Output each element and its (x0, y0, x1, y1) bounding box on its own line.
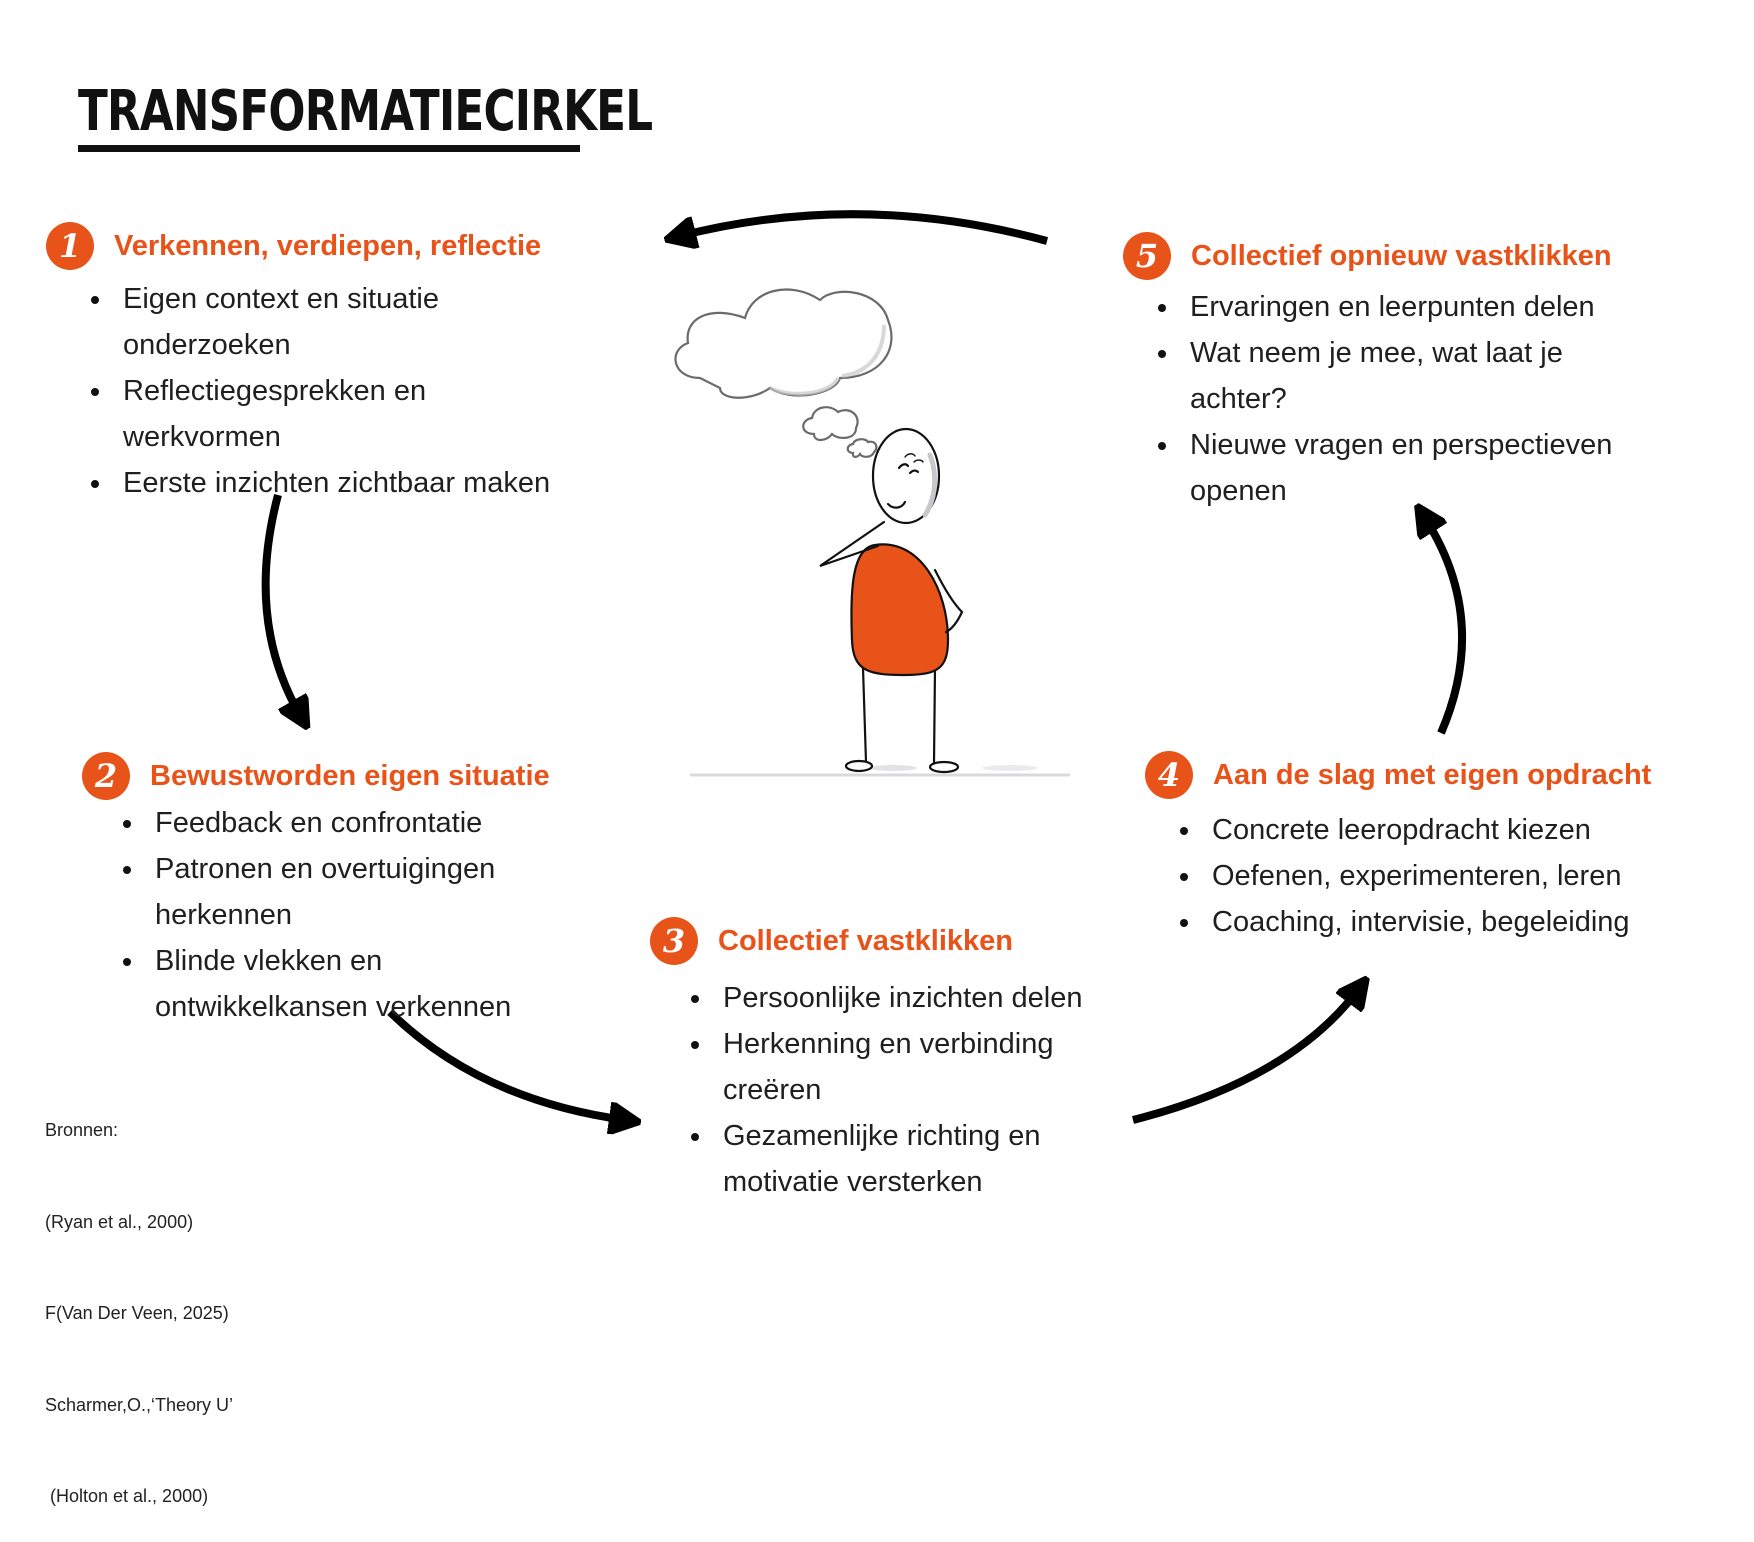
ground-shadow (869, 765, 917, 771)
arrow-4-to-5 (1425, 518, 1467, 735)
step-title: Collectief opnieuw vastklikken (1191, 239, 1612, 272)
page-title: TRANSFORMATIECIRKEL (78, 79, 653, 144)
bullet-item: Oefenen, experimenteren, leren (1175, 853, 1695, 899)
arrow-2-to-3 (387, 1009, 625, 1120)
step-1: 1 Verkennen, verdiepen, reflectie Eigen … (46, 222, 586, 506)
thought-cloud-icon (674, 288, 893, 458)
step-number-badge: 2 (82, 752, 130, 800)
bullet-item: Blinde vlekken en ontwikkelkansen verken… (118, 938, 578, 1030)
source-item: (Ryan et al., 2000) (45, 1211, 194, 1232)
step-number-badge: 1 (46, 222, 94, 270)
step-bullets: Concrete leeropdracht kiezen Oefenen, ex… (1175, 807, 1695, 945)
step-3: 3 Collectief vastklikken Persoonlijke in… (650, 917, 1116, 1205)
bullet-item: Eigen context en situatie onderzoeken (86, 276, 586, 368)
step-number-badge: 5 (1123, 232, 1171, 280)
bullet-item: Patronen en overtuigingen herkennen (118, 846, 578, 938)
step-bullets: Feedback en confrontatie Patronen en ove… (118, 800, 578, 1030)
bullet-item: Gezamenlijke richting en motivatie verst… (686, 1113, 1116, 1205)
step-4: 4 Aan de slag met eigen opdracht Concret… (1145, 751, 1695, 945)
step-bullets: Eigen context en situatie onderzoeken Re… (86, 276, 586, 506)
step-bullets: Persoonlijke inzichten delen Herkenning … (686, 975, 1116, 1205)
step-5: 5 Collectief opnieuw vastklikken Ervarin… (1123, 232, 1653, 514)
arrow-3-to-4 (1132, 990, 1358, 1124)
arrow-5-to-1 (680, 210, 1049, 241)
arrow-1-to-2 (261, 493, 300, 715)
cloud-shading (769, 324, 886, 396)
step-number-badge: 4 (1145, 751, 1193, 799)
bullet-item: Reflectiegesprekken en werkvormen (86, 368, 586, 460)
ground-shadow (982, 765, 1038, 771)
bullet-item: Ervaringen en leerpunten delen (1153, 284, 1653, 330)
sources-label: Bronnen: (45, 1120, 119, 1140)
step-2: 2 Bewustworden eigen situatie Feedback e… (82, 752, 578, 1030)
cycle-arrows (261, 210, 1467, 1245)
source-item: Scharmer,O.,‘Theory U’ (45, 1394, 234, 1415)
source-item: F(Van Der Veen, 2025) (45, 1303, 229, 1323)
step-title: Bewustworden eigen situatie (150, 759, 550, 792)
step-title: Collectief vastklikken (718, 924, 1013, 957)
bullet-item: Herkenning en verbinding creëren (686, 1021, 1116, 1113)
thinking-person-icon (819, 427, 964, 774)
bullet-item: Nieuwe vragen en perspectieven openen (1153, 422, 1653, 514)
bullet-item: Feedback en confrontatie (118, 800, 578, 846)
bullet-item: Coaching, intervisie, begeleiding (1175, 899, 1695, 945)
bullet-item: Persoonlijke inzichten delen (686, 975, 1116, 1021)
bullet-item: Eerste inzichten zichtbaar maken (86, 460, 586, 506)
title-underline (78, 145, 580, 152)
step-number-badge: 3 (650, 917, 698, 965)
sources: Bronnen: (Ryan et al., 2000) F(Van Der V… (45, 1054, 233, 1542)
step-title: Aan de slag met eigen opdracht (1213, 758, 1652, 791)
bullet-item: Wat neem je mee, wat laat je achter? (1153, 330, 1653, 422)
step-title: Verkennen, verdiepen, reflectie (114, 229, 542, 262)
step-bullets: Ervaringen en leerpunten delen Wat neem … (1153, 284, 1653, 514)
source-item: (Holton et al., 2000) (45, 1486, 209, 1506)
bullet-item: Concrete leeropdracht kiezen (1175, 807, 1695, 853)
